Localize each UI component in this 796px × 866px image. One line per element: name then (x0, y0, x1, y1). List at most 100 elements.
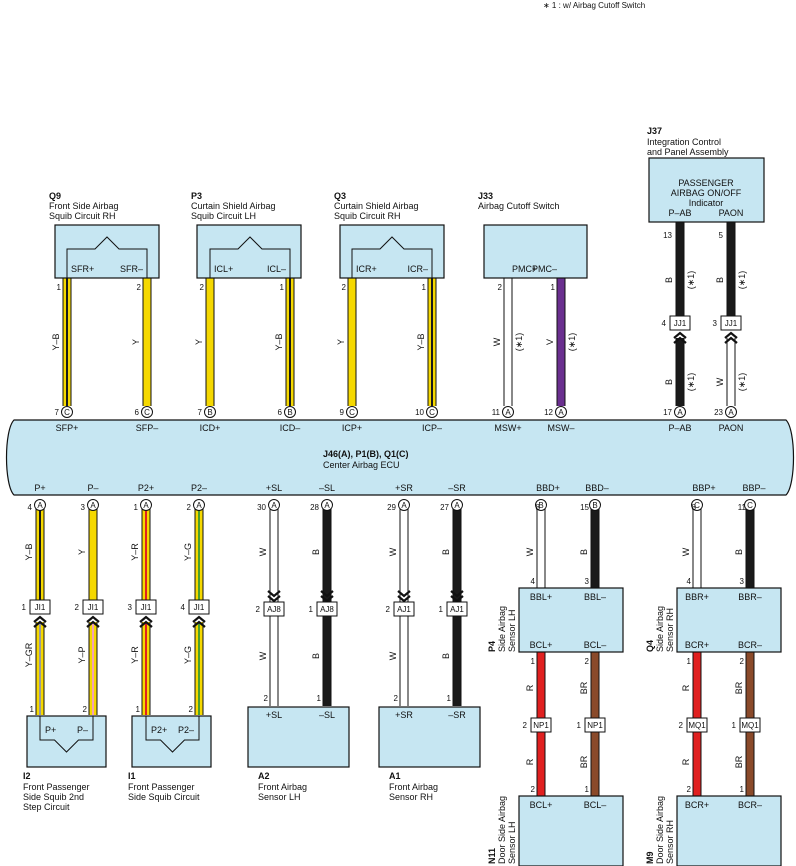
sensor-pin-label: BCR+ (685, 800, 709, 810)
junction-connector (584, 717, 606, 733)
j37-pin-number: 5 (719, 231, 724, 240)
squib-name: Step Circuit (23, 802, 70, 812)
junction-connector (669, 315, 691, 331)
wire-color-label: Y (77, 549, 87, 555)
connector-circle (87, 499, 99, 511)
junction-label: NP1 (533, 721, 549, 730)
sensor-pin-label: BCR– (738, 800, 762, 810)
junction-pin-number: 4 (181, 603, 186, 612)
j37-name: Integration Control (647, 137, 721, 147)
wire-color-label: Y–B (274, 333, 284, 350)
wire-color-label: W (388, 547, 398, 556)
ecu-top-pin-number: 7 (198, 408, 203, 417)
ecu-title: J46(A), P1(B), Q1(C) (323, 449, 409, 459)
sensor-pin-label: BCR– (738, 640, 762, 650)
wire-color-label: R (525, 758, 535, 765)
sensor-name: Sensor LH (258, 792, 301, 802)
junction-connector (686, 717, 708, 733)
ecu-bottom-pin-number: 15 (580, 503, 589, 512)
ecu-top-pin-label: PAON (719, 423, 744, 433)
connector-circle (725, 406, 737, 418)
ecu-top-pin-label: ICD+ (200, 423, 221, 433)
squib-symbol (39, 716, 94, 753)
wire-color-label: Y–GR (24, 642, 34, 667)
connector-letter: A (271, 501, 277, 510)
sensor-pin-number: 1 (447, 694, 452, 703)
connector-chevron-down (267, 590, 281, 603)
squib-code: I1 (128, 771, 136, 781)
connector-circle (204, 406, 216, 418)
connector-circle (284, 406, 296, 418)
component-code: Q9 (49, 191, 61, 201)
sensor-pin-number: 3 (585, 577, 590, 586)
squib-code: I2 (23, 771, 31, 781)
component-pin-number: 1 (551, 283, 556, 292)
wire-color-label: B (579, 549, 589, 555)
sensor-pin-label: BCR+ (685, 640, 709, 650)
squib-symbol (209, 236, 291, 278)
wire-color-label: B (734, 549, 744, 555)
junction-label: MQ1 (688, 721, 706, 730)
squib-name: Front Passenger (128, 782, 195, 792)
ecu-bottom-pin-label: P2+ (138, 483, 154, 493)
wire-color-label: V (545, 339, 555, 345)
component-pin-number: 1 (57, 283, 62, 292)
squib-name: Side Squib 2nd (23, 792, 84, 802)
ecu-bottom-pin-number: 11 (738, 503, 747, 512)
ecu-top-pin-label: ICP– (422, 423, 442, 433)
sensor-pin-number: 4 (531, 577, 536, 586)
wire-color-label: Y (194, 339, 204, 345)
component-pin-label: ICL– (267, 264, 286, 274)
wire-note: (∗1) (514, 333, 524, 352)
squib-pin-label: P2+ (151, 725, 167, 735)
sensor-pin-number: 2 (740, 657, 745, 666)
component-code: J33 (478, 191, 493, 201)
wire-color-label: B (311, 653, 321, 659)
ecu-top-pin-label: SFP+ (56, 423, 79, 433)
ecu-bottom-pin-label: +SR (395, 483, 413, 493)
ecu-top-pin-label: SFP– (136, 423, 159, 433)
sensor-name: Sensor RH (665, 608, 675, 652)
sensor-pin-label: BBR+ (685, 592, 709, 602)
junction-pin-number: 1 (577, 721, 582, 730)
component-pin-label: ICL+ (214, 264, 233, 274)
door-sensor-code: N11 (487, 848, 497, 864)
front-sensor-box (247, 706, 350, 768)
wire-color-label: BR (734, 755, 744, 768)
ecu-top-pin-number: 11 (492, 408, 501, 417)
wire-color-label: B (664, 379, 674, 385)
ecu-top-pin-number: 6 (278, 408, 283, 417)
junction-label: JI1 (194, 603, 205, 612)
junction-connector (188, 599, 210, 615)
junction-pin-number: 1 (309, 605, 314, 614)
sensor-pin-number: 2 (585, 657, 590, 666)
connector-chevron (86, 615, 100, 628)
sensor-pin-label: BCL– (584, 800, 607, 810)
sensor-name: Sensor LH (507, 609, 517, 652)
j37-pin-label: P–AB (668, 208, 691, 218)
connector-letter: C (144, 408, 150, 417)
wire-color-label: Y–R (130, 543, 140, 561)
wire-color-label: B (311, 549, 321, 555)
squib-symbol (66, 236, 148, 278)
sensor-code: A2 (258, 771, 270, 781)
door-sensor-name: Door Side Airbag (497, 796, 507, 864)
junction-label: AJ8 (267, 605, 281, 614)
ecu-bottom-pin-label: +SL (266, 483, 282, 493)
door-sensor-box (676, 795, 782, 866)
junction-pin-number: 1 (22, 603, 27, 612)
ecu-bottom-pin-number: 30 (257, 503, 266, 512)
ecu-bottom-pin-label: BBD– (585, 483, 609, 493)
connector-chevron (139, 615, 153, 628)
connector-circle (555, 406, 567, 418)
connector-chevron (673, 331, 687, 344)
wire-note: (∗1) (737, 271, 747, 290)
ecu-top-pin-label: MSW+ (494, 423, 521, 433)
j37-box (648, 157, 765, 223)
connector-circle (268, 499, 280, 511)
squib-pin-label: P+ (45, 725, 56, 735)
sensor-pin-number: 2 (394, 694, 399, 703)
j37-indicator-line: PASSENGER (678, 178, 734, 188)
wire-color-label: W (681, 547, 691, 556)
connector-chevron-down (397, 590, 411, 603)
